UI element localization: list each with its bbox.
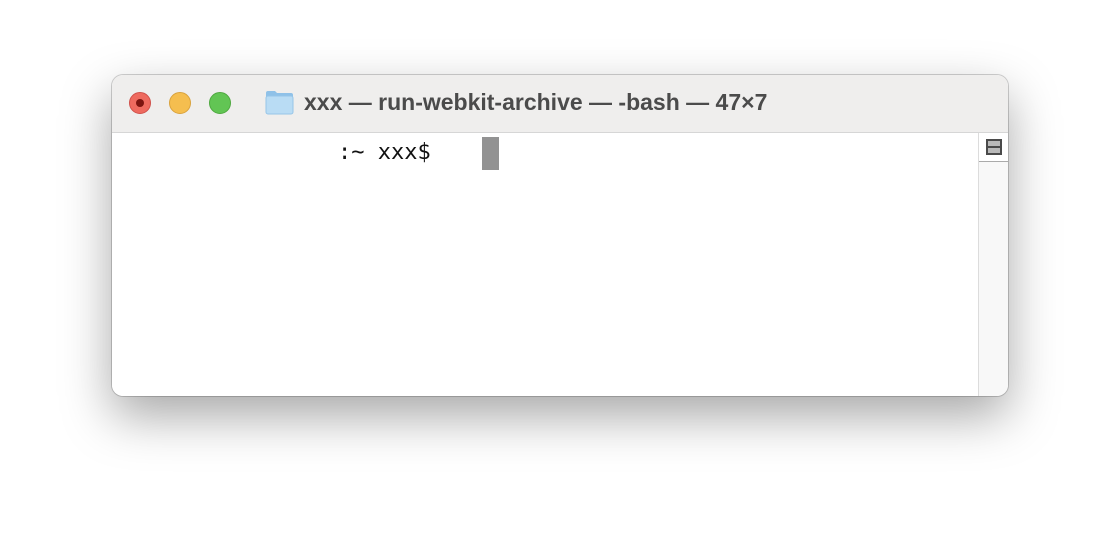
terminal-window: xxx — run-webkit-archive — -bash — 47×7 … xyxy=(112,75,1008,396)
terminal-output[interactable]: :~ xxx$ xyxy=(112,133,978,396)
text-cursor xyxy=(482,137,499,170)
maximize-button[interactable] xyxy=(209,92,231,114)
window-title: xxx — run-webkit-archive — -bash — 47×7 xyxy=(304,89,768,115)
minimize-button[interactable] xyxy=(169,92,191,114)
shell-prompt: :~ xxx$ xyxy=(338,140,431,165)
title-bar[interactable]: xxx — run-webkit-archive — -bash — 47×7 xyxy=(112,75,1008,133)
redacted-area xyxy=(124,133,340,134)
scrollbar[interactable] xyxy=(978,133,1008,396)
folder-icon xyxy=(265,91,294,115)
close-button[interactable] xyxy=(129,92,151,114)
split-icon xyxy=(986,139,1002,155)
split-pane-button[interactable] xyxy=(979,133,1008,162)
